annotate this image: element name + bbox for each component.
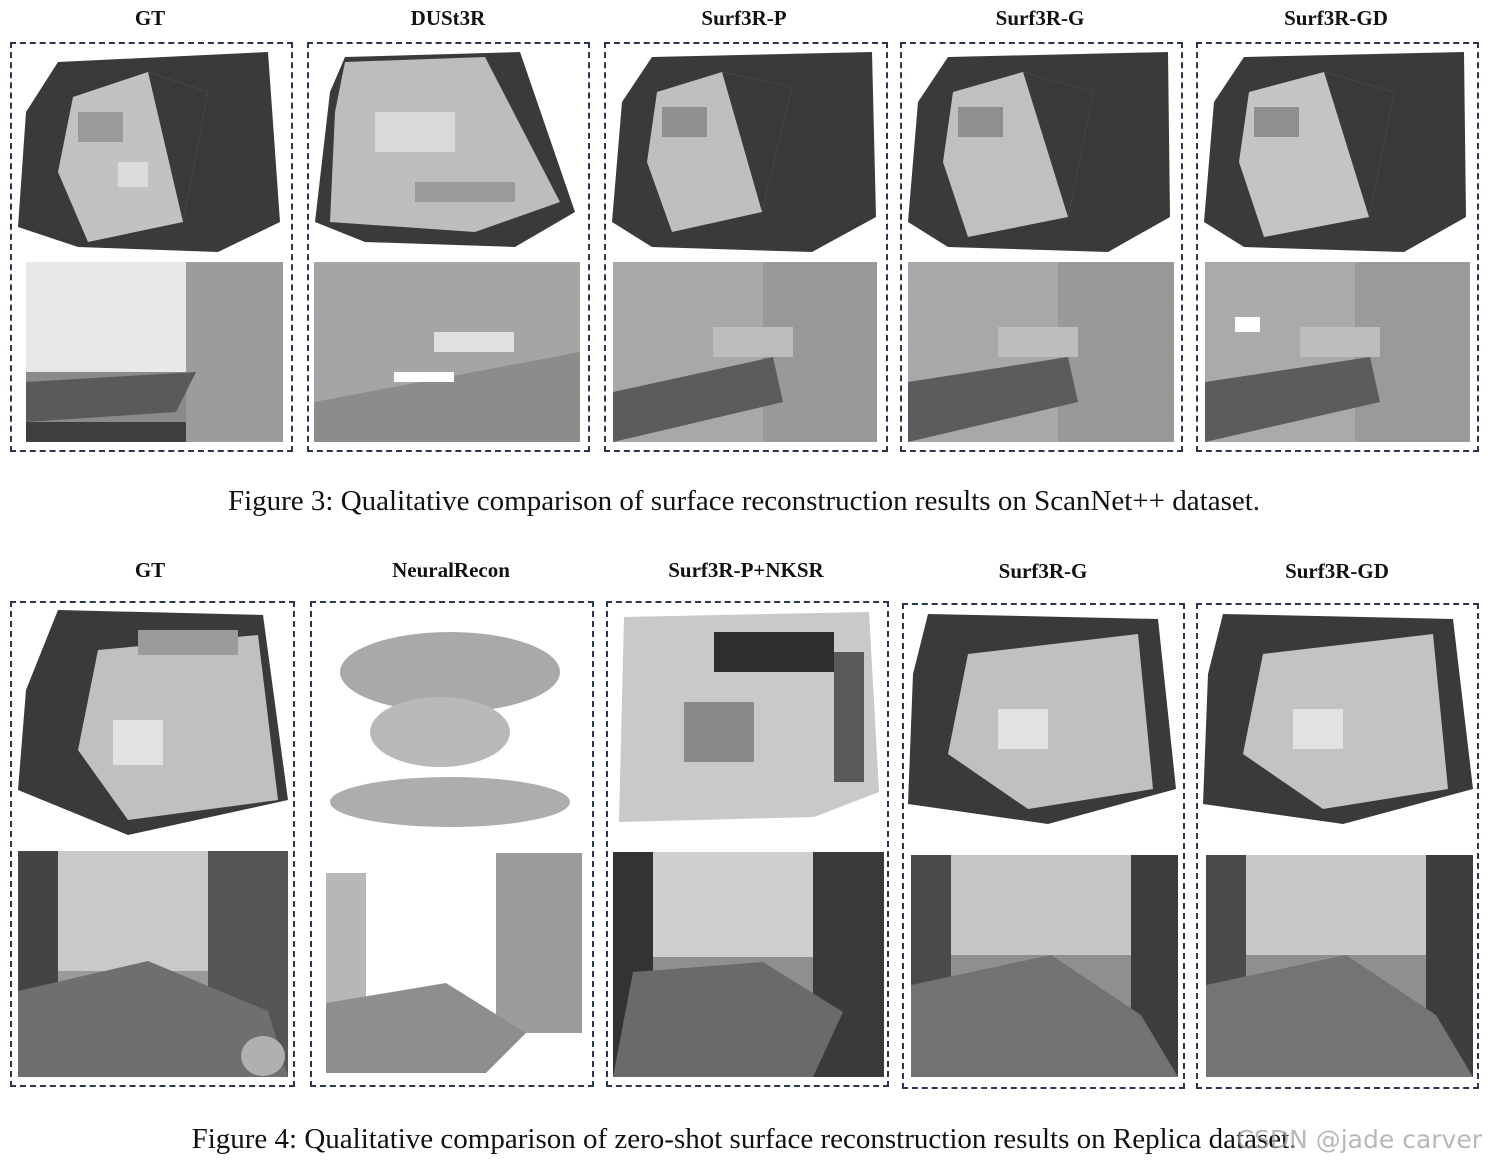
fig3-panel-dust3r — [307, 42, 590, 452]
fig3-panel-surf3r-p — [604, 42, 888, 452]
fig3-surf3r-gd-topdown-image — [1204, 52, 1469, 252]
fig4-gt-topdown-image — [18, 610, 291, 840]
fig4-surf3r-g-perspective-image — [911, 855, 1178, 1077]
fig3-dust3r-topdown-image — [315, 52, 580, 252]
fig4-surf3r-g-topdown-image — [908, 614, 1176, 826]
fig4-col-title-surf3r-g: Surf3R-G — [998, 559, 1088, 583]
fig3-panel-gt — [10, 42, 293, 452]
fig3-dust3r-perspective-image — [314, 262, 580, 442]
fig3-surf3r-g-topdown-image — [908, 52, 1173, 252]
fig4-surf3r-gd-topdown-image — [1203, 614, 1473, 826]
fig4-neuralrecon-perspective-image — [326, 853, 582, 1073]
fig3-gt-perspective-image — [26, 262, 283, 442]
fig4-panel-neuralrecon — [310, 601, 594, 1087]
fig4-col-title-gt: GT — [134, 558, 166, 582]
fig3-col-title-surf3r-p: Surf3R-P — [701, 6, 787, 30]
fig3-col-title-surf3r-g: Surf3R-G — [995, 6, 1085, 30]
fig3-gt-topdown-image — [18, 52, 283, 252]
fig3-col-title-surf3r-gd: Surf3R-GD — [1284, 6, 1388, 30]
fig4-panel-surf3r-g — [902, 603, 1185, 1089]
watermark: CSDN @jade carver — [1236, 1125, 1482, 1154]
fig4-surf3r-p-nksr-perspective-image — [613, 852, 884, 1077]
fig4-neuralrecon-topdown-image — [320, 612, 582, 842]
fig4-col-title-neuralrecon: NeuralRecon — [392, 558, 510, 582]
fig3-panel-surf3r-g — [900, 42, 1183, 452]
fig3-surf3r-p-topdown-image — [612, 52, 878, 252]
fig4-surf3r-p-nksr-topdown-image — [614, 612, 880, 832]
fig3-surf3r-p-perspective-image — [613, 262, 877, 442]
fig4-gt-perspective-image — [18, 851, 288, 1077]
fig3-col-title-dust3r: DUSt3R — [410, 6, 486, 30]
fig3-surf3r-gd-perspective-image — [1205, 262, 1470, 442]
fig4-col-title-surf3r-p-nksr: Surf3R-P+NKSR — [668, 558, 824, 582]
fig4-panel-gt — [10, 601, 295, 1087]
fig4-surf3r-gd-perspective-image — [1206, 855, 1473, 1077]
fig3-col-title-gt: GT — [134, 6, 166, 30]
fig4-panel-surf3r-p-nksr — [606, 601, 889, 1087]
figure-3-caption: Figure 3: Qualitative comparison of surf… — [227, 485, 1261, 517]
fig3-panel-surf3r-gd — [1196, 42, 1479, 452]
figure-4-caption: Figure 4: Qualitative comparison of zero… — [191, 1123, 1297, 1155]
fig4-panel-surf3r-gd — [1196, 603, 1479, 1089]
fig3-surf3r-g-perspective-image — [908, 262, 1174, 442]
fig4-col-title-surf3r-gd: Surf3R-GD — [1285, 559, 1389, 583]
